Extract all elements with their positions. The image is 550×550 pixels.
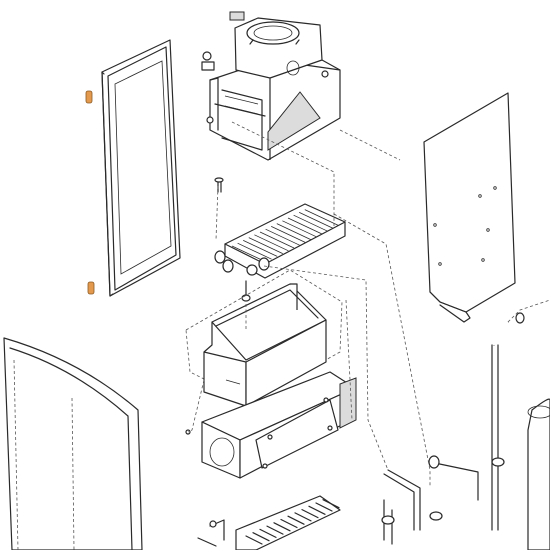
- exchanger-fin: [276, 223, 311, 240]
- burner-ramp: [287, 515, 305, 525]
- exchanger-fin: [259, 231, 295, 249]
- hinge-tab-bottom: [87, 281, 95, 295]
- exchanger-fin: [287, 217, 323, 235]
- front-cover-panel: [85, 39, 181, 297]
- burner-ramp: [294, 512, 312, 522]
- burner-ramp: [273, 522, 291, 532]
- burner-ramp: [259, 528, 277, 538]
- burner-ramp: [266, 525, 284, 535]
- exchanger-fin: [248, 237, 283, 254]
- exchanger-fin: [299, 212, 334, 229]
- expansion-vessel: [527, 398, 550, 550]
- burner-ramp: [252, 532, 270, 542]
- water-pipes: [381, 312, 525, 545]
- exchanger-fin: [293, 214, 328, 232]
- exchanger-fin: [254, 234, 289, 252]
- exchanger-fin: [282, 220, 317, 238]
- burner-ramp: [315, 502, 333, 512]
- heat-exchanger: [214, 177, 346, 302]
- leader-lines: [187, 121, 550, 486]
- exchanger-fin: [243, 240, 278, 257]
- hinge-tab-top: [85, 90, 93, 104]
- burner-ramp: [308, 505, 326, 515]
- burner-ramp: [322, 499, 340, 509]
- burner-housing: [185, 371, 357, 479]
- burner: [197, 495, 341, 550]
- left-curved-panel: [3, 337, 143, 550]
- exchanger-fin: [237, 242, 272, 260]
- sensor-bracket: [229, 11, 245, 21]
- burner-ramp: [245, 535, 263, 545]
- burner-ramp: [301, 509, 319, 519]
- fan-hood-assembly: [201, 11, 341, 161]
- exchanger-fin: [265, 228, 300, 246]
- burner-ramp: [280, 518, 298, 529]
- side-panel-right: [423, 92, 516, 323]
- combustion-chamber: [185, 269, 343, 407]
- exchanger-fin: [271, 226, 306, 243]
- exchanger-fin: [304, 209, 339, 226]
